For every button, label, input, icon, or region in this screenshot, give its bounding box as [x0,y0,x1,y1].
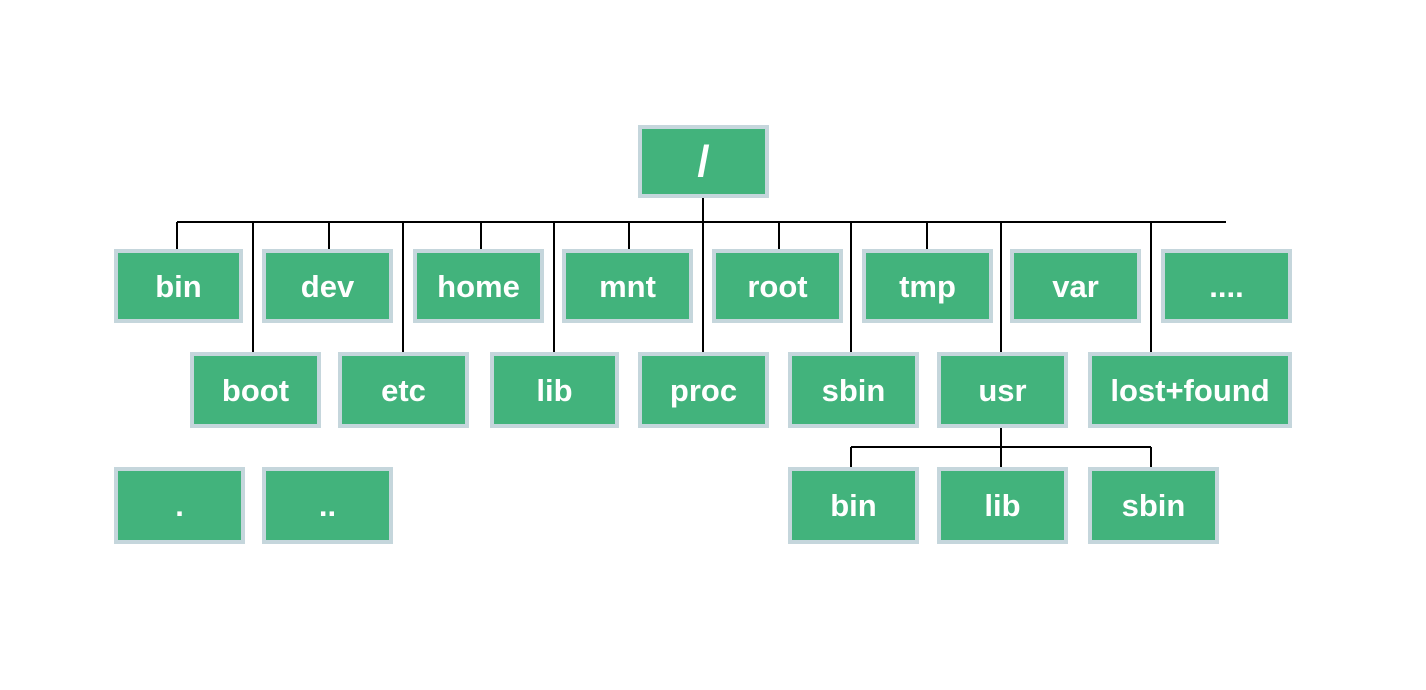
node-root-slash: / [638,125,769,198]
node-label: .... [1209,268,1244,304]
node-label: bin [830,488,877,523]
node-etc: etc [338,352,469,428]
node-label: lost+found [1110,372,1270,408]
node-usr: usr [937,352,1068,428]
node-boot: boot [190,352,321,428]
node-label: mnt [599,268,656,304]
node-parent-dir: .. [262,467,393,544]
node-label: root [747,268,808,304]
node-label: var [1052,268,1099,304]
node-label: lib [536,372,573,408]
node-label: sbin [821,372,886,408]
node-current-dir: . [114,467,245,544]
node-more: .... [1161,249,1292,323]
node-lib: lib [490,352,619,428]
node-label: . [175,488,184,523]
node-var: var [1010,249,1141,323]
node-label: tmp [899,268,956,304]
node-usr-lib: lib [937,467,1068,544]
node-label: etc [381,372,426,408]
node-label: boot [221,372,290,408]
node-label: bin [155,268,202,304]
node-label: home [437,268,520,304]
node-lost-found: lost+found [1088,352,1292,428]
node-label: usr [978,372,1027,408]
node-usr-sbin: sbin [1088,467,1219,544]
node-label: sbin [1121,488,1186,523]
connector-lines [176,198,1226,470]
node-sbin: sbin [788,352,919,428]
node-label: dev [300,268,355,304]
node-home: home [413,249,544,323]
node-label: proc [669,372,738,408]
node-usr-bin: bin [788,467,919,544]
node-tmp: tmp [862,249,993,323]
node-label: / [697,136,710,186]
node-label: .. [318,488,337,523]
node-label: lib [984,488,1021,523]
node-dev: dev [262,249,393,323]
node-mnt: mnt [562,249,693,323]
node-bin: bin [114,249,243,323]
node-root-dir: root [712,249,843,323]
node-proc: proc [638,352,769,428]
